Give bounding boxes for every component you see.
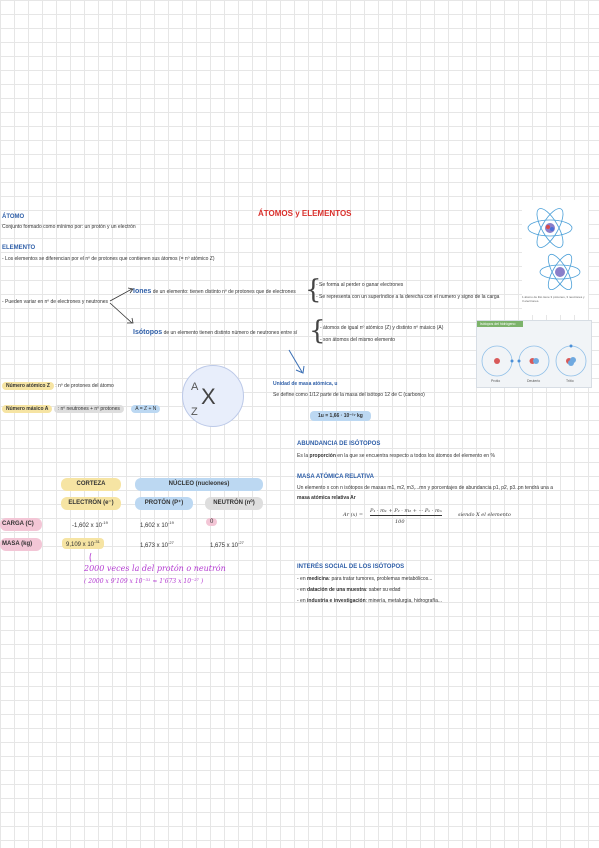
masa-relativa-heading: MASA ATÓMICA RELATIVA [297,474,374,480]
uma-heading: Unidad de masa atómica, u [273,381,338,387]
carga-neutron: 0 [206,518,218,526]
symbol-z: Z [191,406,198,418]
interes-text: : saber su edad [365,587,401,593]
interes-item-medicina: - en medicina: para tratar tumores, prob… [297,576,432,582]
iones-text: de un elemento: tienen distinto nº de pr… [152,289,296,295]
elemento-variar: - Pueden variar en nº de electrones y ne… [2,299,109,305]
isotope-caption: Isótopos del hidrógeno [477,321,523,327]
table-electron: ELECTRÓN (e⁻) [61,497,121,510]
iones-bullet-2: - Se representa con un superíndice a la … [316,294,500,300]
masa-neutron-base: 1,675 x 10 [210,543,239,549]
numero-atomico-label: Número atómico Z [2,382,54,390]
interes-bold: datación de una muestra [307,587,366,593]
isotopes-image: Isótopos del hidrógeno Protio Deuterio T… [476,320,592,388]
atom-orbit-icon [527,208,581,291]
interes-prefix: - en [297,587,308,593]
table-masa-label: MASA (kg) [0,538,42,551]
isotope-label-protio: Protio [491,379,501,383]
masa-electron: 9,109 x 10-31 [62,538,104,549]
isotope-atoms-icon [481,344,587,377]
isotopos-line: Isótopos de un elemento tienen distinto … [133,329,297,336]
isotopos-bullet-2: - son átomos del mismo elemento [320,337,396,343]
carga-electron-exp: -19 [102,520,108,525]
hand-arrow [89,552,92,563]
atom-diagram-image: 1 átomo de litio tiene 3 protones, 3 neu… [522,200,588,315]
iones-bullet-1: - Se forma al perder o ganar electrones [316,282,404,288]
numero-atomico-text: : nº de protones del átomo [55,383,114,389]
symbol-x: X [201,384,216,409]
interes-bold: industria e investigación [307,598,366,604]
carga-proton-base: 1,602 x 10 [140,523,169,529]
hand-note-line1: 2000 veces la del protón o neutrón [84,564,226,573]
masa-neutron: 1,675 x 10-27 [210,540,244,549]
isotopos-bullet-1: - átomos de igual nº atómico (Z) y disti… [320,325,444,331]
elemento-heading: ELEMENTO [2,245,36,251]
interes-prefix: - en [297,576,308,582]
isotope-label-deuterio: Deuterio [527,379,541,383]
iones-word: Iones [133,288,152,295]
abundancia-bold: proporción [309,453,336,459]
carga-electron: -1,602 x 10-19 [72,520,108,529]
masa-electron-exp: -31 [94,539,100,544]
interes-item-datacion: - en datación de una muestra: saber su e… [297,587,400,593]
masa-electron-base: 9,109 x 10 [66,542,95,548]
formula-left: Ar (x) = [343,512,364,518]
atomo-heading: ÁTOMO [2,214,25,220]
interes-bold: medicina [307,576,329,582]
nuclide-symbol-circle: A X Z [182,365,244,427]
iones-line: Iones de un elemento: tienen distinto nº… [133,288,296,295]
isotopos-brace: { [309,316,326,346]
abundancia-heading: ABUNDANCIA DE ISÓTOPOS [297,441,381,447]
isotope-label-tritio: Tritio [566,379,574,383]
uma-value: 1u = 1,66 · 10⁻²⁷ kg [310,411,371,421]
masa-relativa-bold: masa atómica relativa Ar [297,495,356,501]
numero-masico-label: Número másico A [2,405,53,413]
hand-note-line2: ( 2000 x 9'109 x 10⁻³¹ ≈ 1'673 x 10⁻²⁷ ) [84,578,204,585]
abundancia-suffix: en la que se encuentra respecto a todos … [337,453,495,459]
interes-heading: INTERÉS SOCIAL DE LOS ISÓTOPOS [297,564,405,570]
numero-masico-text: : nº neutrones + nº protones [53,405,124,413]
atom-caption: 1 átomo de litio tiene 3 protones, 3 neu… [522,295,585,303]
atomo-text: Conjunto formado como mínimo por: un pro… [2,224,136,230]
interes-item-industria: - en industria e investigación: minería,… [297,598,442,604]
page-title: ÁTOMOS y ELEMENTOS [258,209,352,218]
masa-proton-base: 1,673 x 10 [140,543,169,549]
masa-relativa-text: Un elemento x con n isótopos de masas m1… [297,485,553,491]
uma-arrow [288,349,305,374]
masa-proton: 1,673 x 10-27 [140,540,174,549]
formula-denominator: 100 [395,519,405,525]
carga-proton: 1,602 x 10-19 [140,520,174,529]
formula-note: siendo X el elemento [458,512,511,518]
numero-masico-formula: A = Z + N [131,405,161,413]
numero-masico-line: Número másico A : nº neutrones + nº prot… [2,405,161,413]
interes-prefix: - en [297,598,308,604]
carga-proton-exp: -19 [168,520,174,525]
uma-text: Se define como 1/12 parte de la masa del… [273,392,425,398]
isotopos-word: Isótopos [133,329,163,336]
table-corteza: CORTEZA [61,478,121,491]
table-neutron: NEUTRÓN (n⁰) [205,497,263,510]
table-carga-label: CARGA (C) [0,518,42,531]
elemento-text: - Los elementos se diferencian por el nº… [2,256,215,262]
branch-arrows [109,287,134,324]
abundancia-prefix: Es la [297,453,309,459]
interes-text: : minería, metalurgia, hidrografía... [365,598,443,604]
formula-numerator: P₁ · m₁ + P₂ · m₂ + ··· Pₙ · mₙ [370,508,442,516]
masa-neutron-exp: -27 [238,540,244,545]
masa-proton-exp: -27 [168,540,174,545]
interes-text: : para tratar tumores, problemas metaból… [328,576,433,582]
carga-electron-base: -1,602 x 10 [72,523,103,529]
abundancia-text: Es la proporción en la que se encuentra … [297,453,495,459]
table-nucleo: NÚCLEO (nucleones) [135,478,263,491]
symbol-a: A [191,381,199,393]
isotopos-text: de un elemento tienen distinto número de… [163,330,298,336]
iones-brace: { [305,275,322,305]
table-proton: PROTÓN (P⁺) [135,497,193,510]
numero-atomico-line: Número atómico Z : nº de protones del át… [2,382,114,390]
